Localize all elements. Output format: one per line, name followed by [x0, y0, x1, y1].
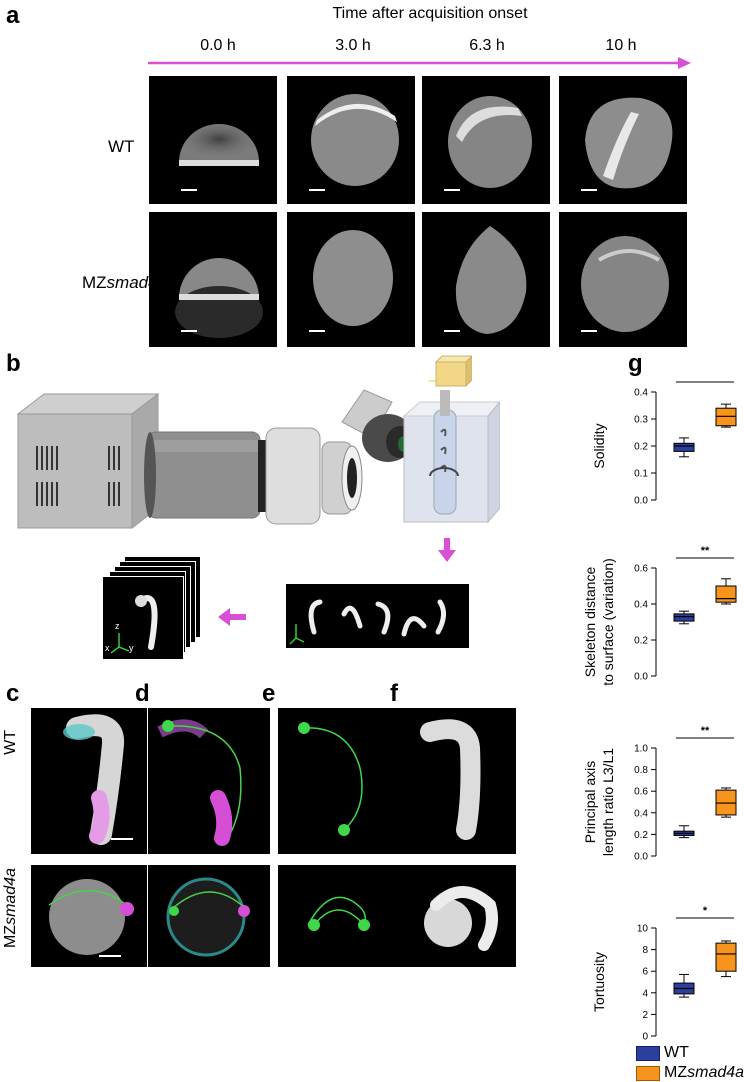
row-label-mz-cf: MZsmad4a: [2, 868, 19, 949]
y-tick-label: 0.1: [634, 469, 648, 480]
y-axis-label: to surface (variation): [600, 558, 616, 686]
y-tick-label: 0.3: [634, 415, 648, 426]
y-axis-label: Skeleton distance: [582, 567, 598, 678]
arrow-left: [218, 608, 246, 626]
significance-label: *: [703, 905, 708, 917]
panel-d-label: d: [135, 680, 150, 707]
y-axis-label: Principal axis: [582, 761, 598, 843]
y-tick-label: 0.8: [634, 765, 648, 776]
legend-swatch-mz: [636, 1066, 660, 1081]
panel-g-label: g: [628, 350, 643, 377]
y-tick-label: 6: [642, 967, 648, 978]
y-tick-label: 0.4: [634, 808, 648, 819]
image-mz-3h: [287, 212, 415, 347]
time-label-3: 10 h: [605, 37, 637, 54]
legend-label-wt: WT: [664, 1044, 689, 1061]
image-wt-0h: [149, 76, 277, 204]
significance-label: **: [701, 545, 710, 557]
image-wt-10h: [559, 76, 687, 204]
time-label-0: 0.0 h: [200, 37, 236, 54]
axis-y-label: y: [129, 643, 134, 653]
y-axis-label: Solidity: [591, 423, 607, 468]
y-axis-label: length ratio L3/L1: [600, 748, 616, 856]
y-tick-label: 0.2: [634, 830, 648, 841]
y-tick-label: 10: [637, 924, 649, 935]
y-axis-label: Tortuosity: [591, 952, 607, 1012]
legend-swatch-wt: [636, 1046, 660, 1061]
significance-label: **: [701, 725, 710, 737]
image-wt-3h: [287, 76, 415, 204]
y-tick-label: 0.6: [634, 787, 648, 798]
arrow-down: [438, 538, 456, 562]
y-tick-label: 8: [642, 945, 648, 956]
y-tick-label: 0.0: [634, 496, 648, 507]
reconstruction-strip: [286, 584, 469, 648]
image-c-wt: [31, 708, 147, 854]
image-f-mz: [396, 865, 516, 967]
image-d-mz: [148, 865, 270, 967]
y-tick-label: 0.2: [634, 636, 648, 647]
legend-label-mz: MZsmad4a: [664, 1064, 745, 1081]
y-tick-label: 0.2: [634, 442, 648, 453]
time-arrow: [148, 57, 691, 69]
y-tick-label: 1.0: [634, 744, 648, 755]
y-tick-label: 0.0: [634, 852, 648, 863]
image-mz-6h: [422, 212, 550, 347]
box-wt: [673, 442, 695, 452]
time-label-2: 6.3 h: [469, 37, 505, 54]
image-c-mz: [31, 865, 147, 967]
panel-c-label: c: [6, 680, 20, 707]
image-mz-10h: [559, 212, 687, 347]
image-mz-0h: [149, 212, 277, 347]
box-mz: [715, 407, 737, 427]
stack-frame-front: z x y: [102, 576, 184, 660]
y-tick-label: 0.0: [634, 672, 648, 683]
y-tick-label: 4: [642, 988, 648, 999]
axis-z-label: z: [115, 621, 120, 631]
image-e-mz: [278, 865, 396, 967]
image-d-wt: [148, 708, 270, 854]
axis-x-label: x: [105, 643, 110, 653]
y-tick-label: 0.4: [634, 600, 648, 611]
image-f-wt: [396, 708, 516, 854]
box-wt: [673, 613, 695, 622]
y-tick-label: 0: [642, 1032, 648, 1043]
time-axis-title: Time after acquisition onset: [332, 5, 528, 22]
row-label-wt-cf: WT: [2, 730, 19, 755]
microscope-schematic: [16, 380, 500, 530]
time-label-1: 3.0 h: [335, 37, 371, 54]
y-tick-label: 0.4: [634, 388, 648, 399]
box-mz: [715, 942, 737, 972]
image-e-wt: [278, 708, 396, 854]
panel-f-label: f: [390, 680, 398, 707]
significance-label: **: [701, 380, 710, 381]
box-mz: [715, 585, 737, 603]
y-tick-label: 2: [642, 1010, 648, 1021]
panel-e-label: e: [262, 680, 276, 707]
image-wt-6h: [422, 76, 550, 204]
y-tick-label: 0.6: [634, 564, 648, 575]
camera-top: [434, 355, 472, 388]
panel-b-label: b: [6, 350, 21, 377]
panel-a-label: a: [6, 2, 20, 29]
row-label-wt: WT: [108, 137, 135, 156]
